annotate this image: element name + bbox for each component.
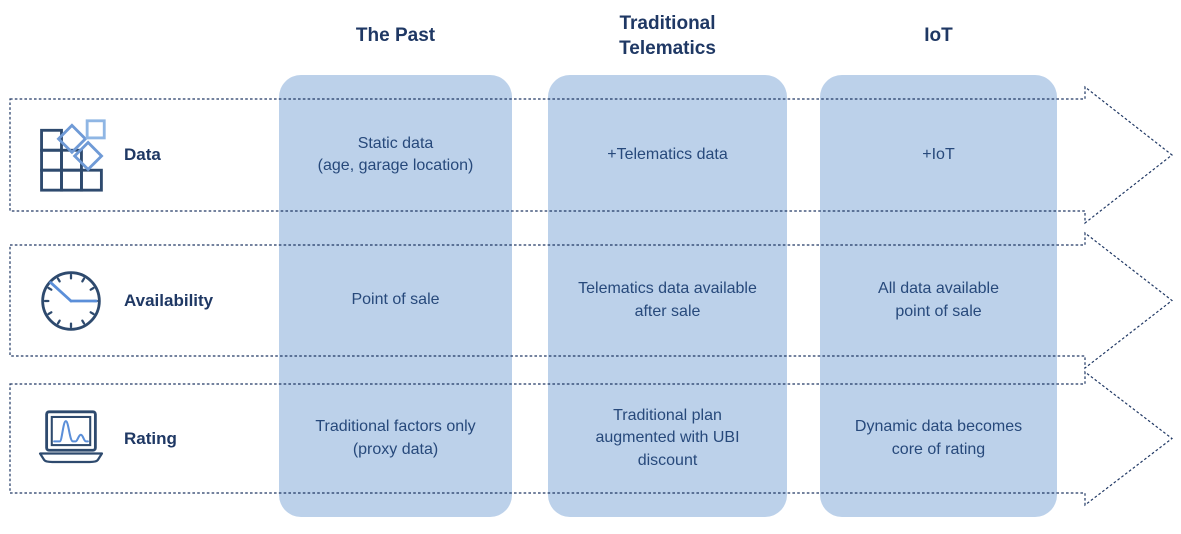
cell-data-iot: +IoT: [922, 145, 955, 163]
clock-icon: [30, 245, 112, 356]
row-rating: Rating Traditional factors only (proxy d…: [0, 384, 1181, 493]
cell-availability-iot: All data available point of sale: [878, 280, 999, 320]
column-header-iot: IoT: [924, 25, 953, 47]
cell-rating-traditional-telematics: Traditional plan augmented with UBI disc…: [595, 407, 740, 469]
data-blocks-icon: [30, 99, 112, 211]
row-label-rating: Rating: [124, 428, 177, 448]
row-availability: Availability Point of sale Telematics da…: [0, 245, 1181, 356]
cell-data-traditional-telematics: +Telematics data: [607, 145, 728, 163]
row-label-data: Data: [124, 145, 161, 164]
cell-rating-iot: Dynamic data becomes core of rating: [854, 418, 1023, 458]
column-header-traditional-telematics: Traditional Telematics: [619, 12, 716, 59]
cell-availability-past: Point of sale: [351, 291, 440, 309]
row-data: Data Static data (age, garage location) …: [0, 99, 1181, 211]
laptop-chart-icon: [30, 384, 112, 493]
cell-rating-past: Traditional factors only (proxy data): [315, 418, 476, 458]
column-header-past: The Past: [355, 25, 436, 47]
cell-data-past: Static data (age, garage location): [317, 134, 474, 174]
row-label-availability: Availability: [124, 290, 214, 310]
cell-availability-traditional-telematics: Telematics data available after sale: [578, 280, 757, 320]
